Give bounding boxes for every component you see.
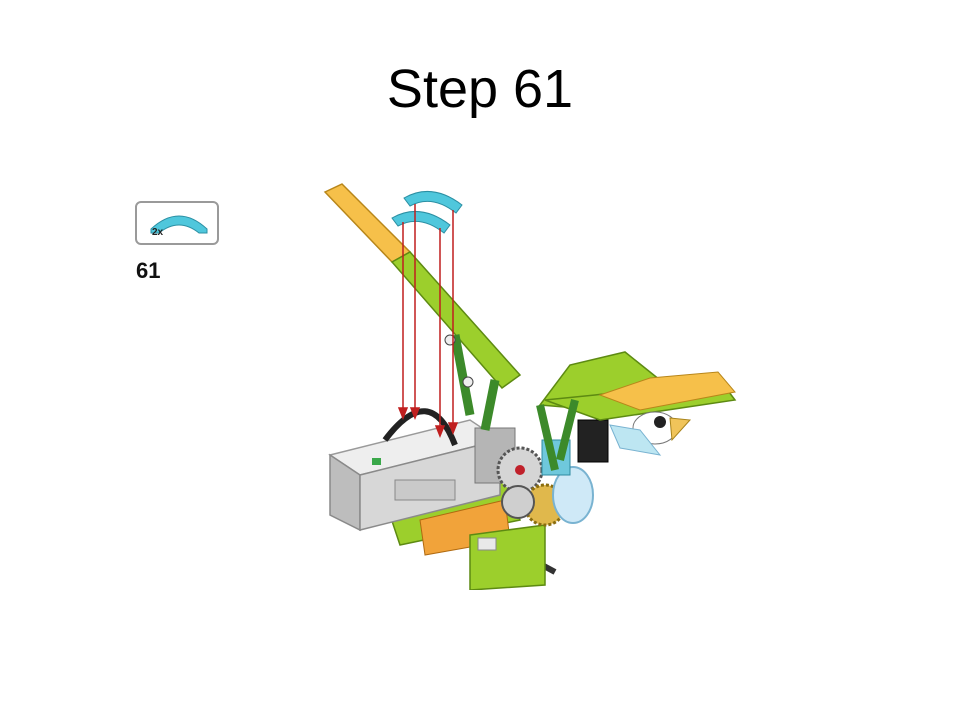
placement-arrows [397, 204, 459, 439]
lego-bird-model-icon [323, 183, 737, 590]
smart-hub [328, 408, 502, 532]
new-parts [391, 190, 463, 234]
tilted-arm [323, 183, 522, 431]
step-number: 61 [136, 258, 161, 283]
page-title: Step 61 [386, 59, 574, 119]
curved-slope-brick-icon [150, 215, 208, 234]
parts-callout: 2x [135, 201, 219, 245]
parts-quantity: 2x [152, 227, 164, 238]
wing-head [536, 351, 737, 471]
wheel [541, 419, 609, 524]
gear [474, 427, 567, 527]
